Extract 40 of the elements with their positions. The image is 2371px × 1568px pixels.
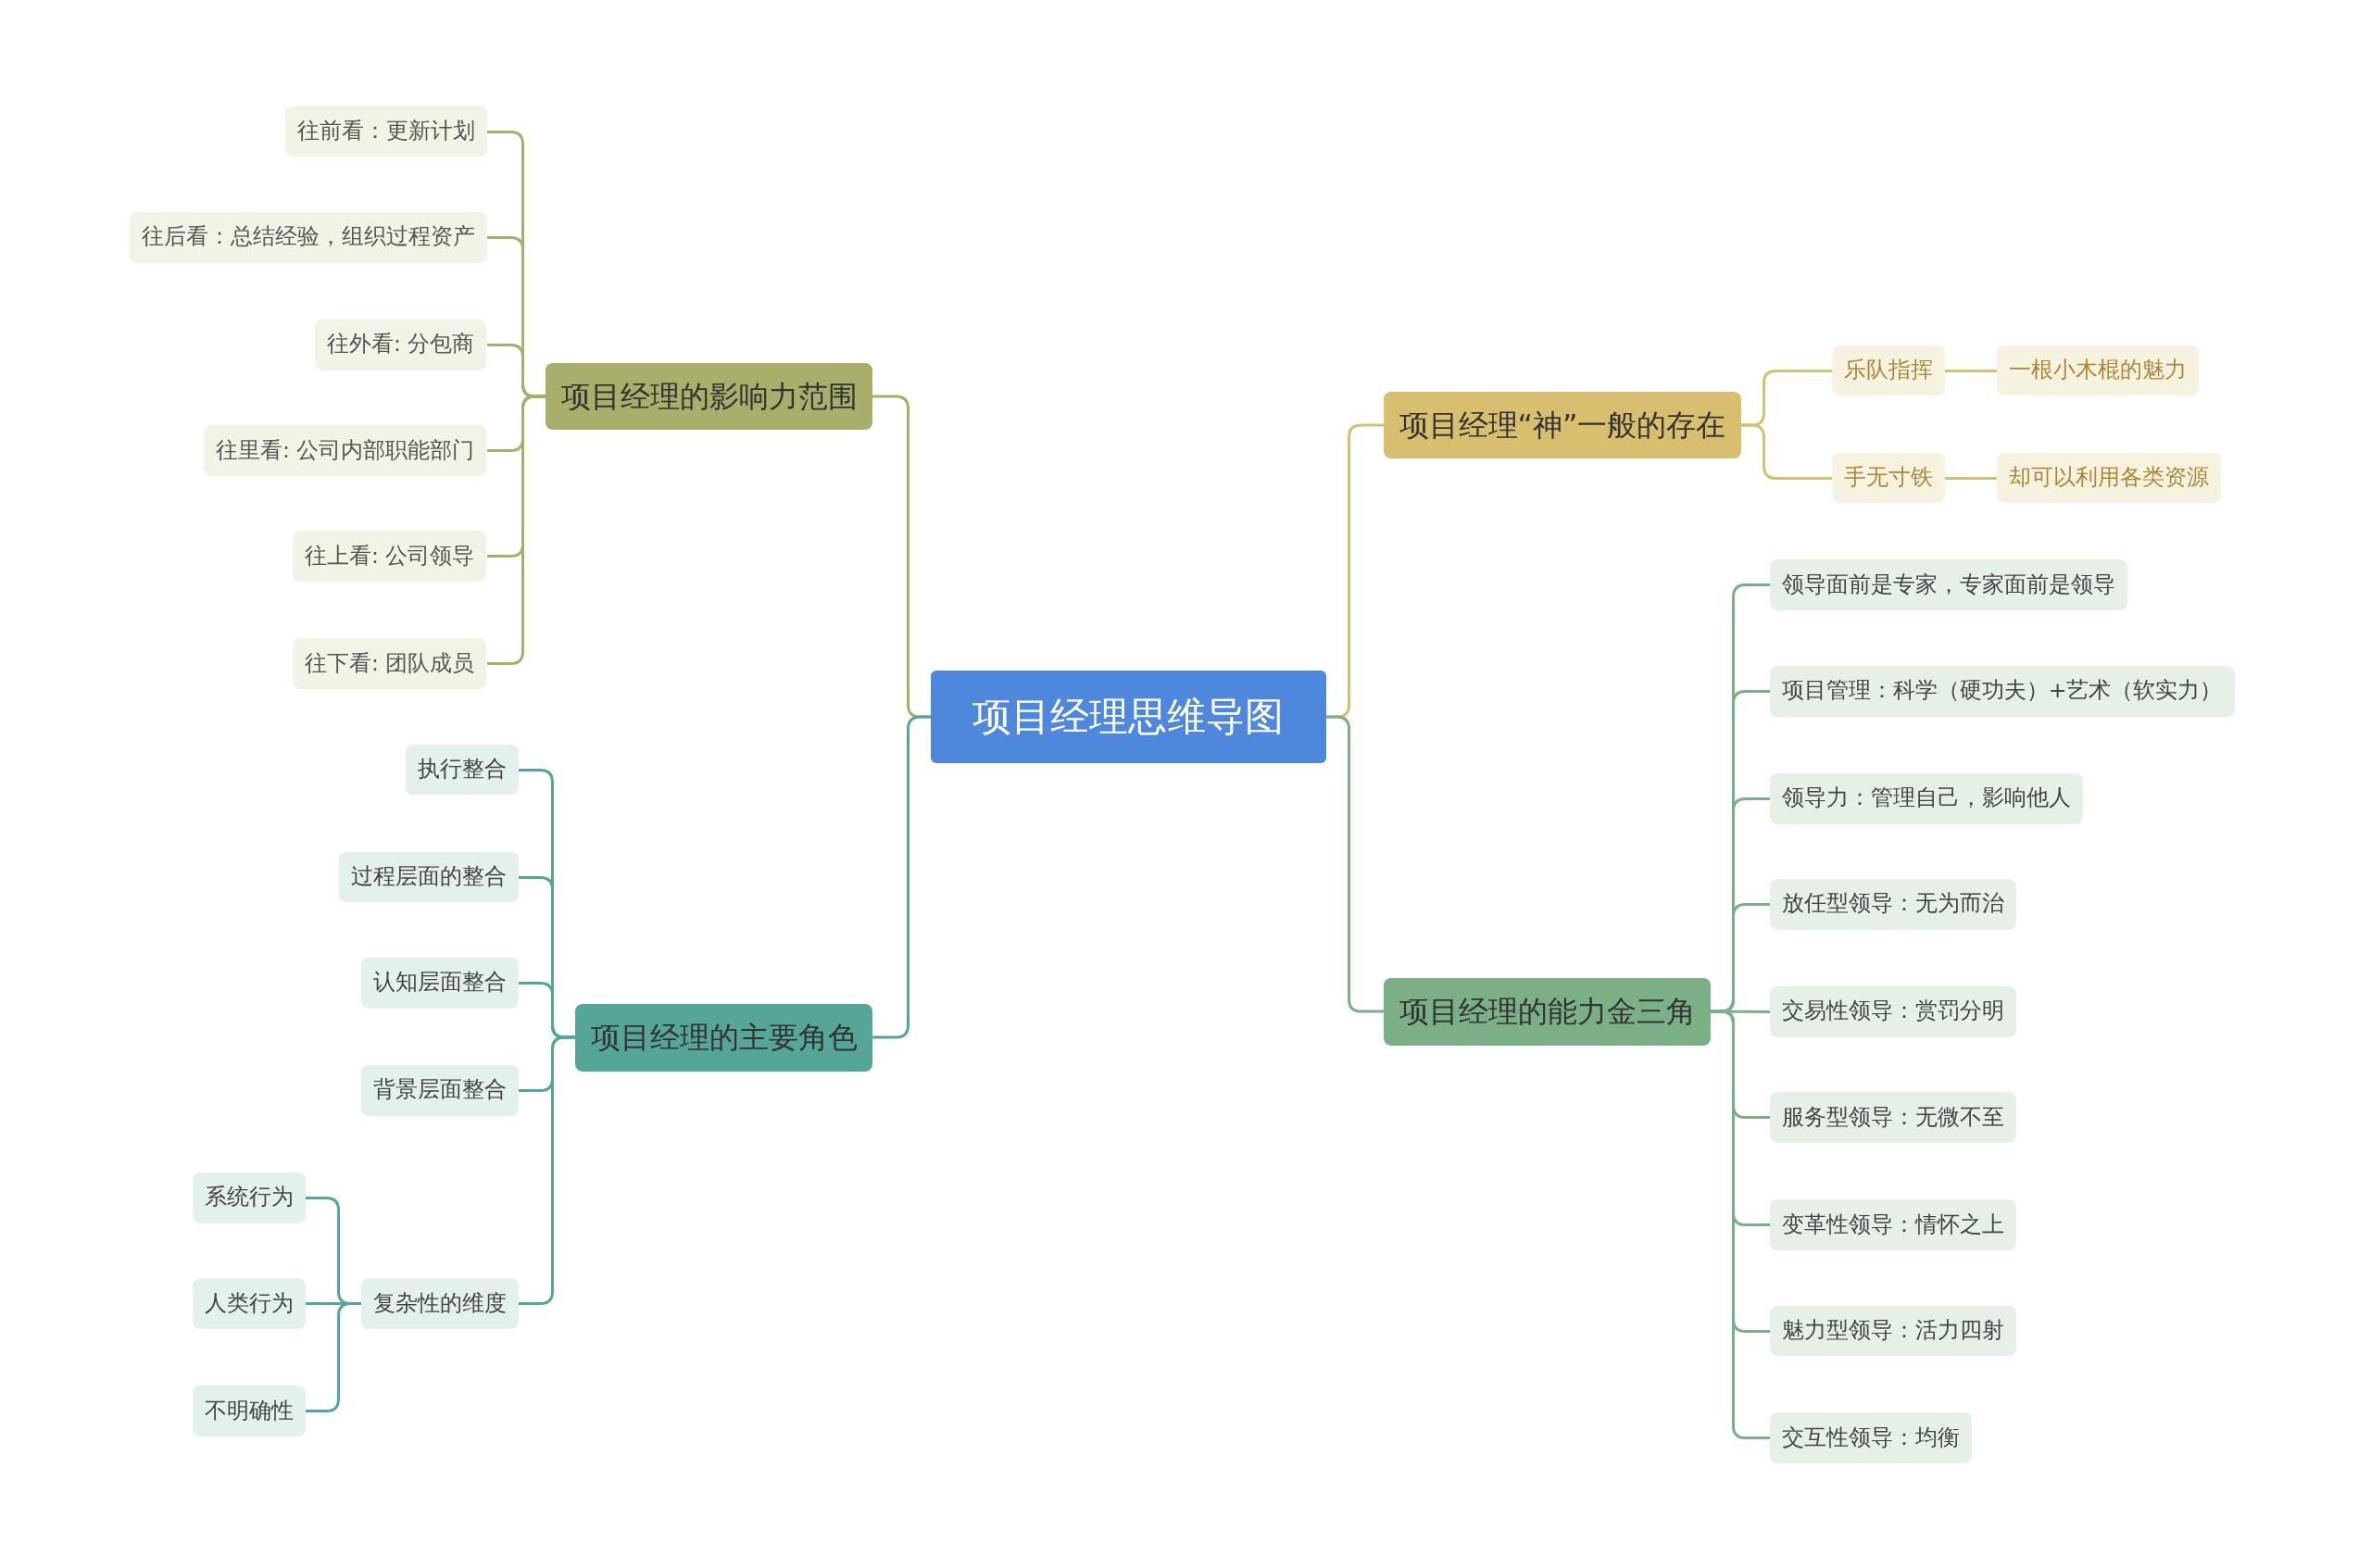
subtopic: 背景层面整合 [361, 1064, 520, 1116]
subtopic: 交互性领导：均衡 [1769, 1412, 1972, 1464]
subtopic: 领导力：管理自己，影响他人 [1769, 772, 2083, 824]
subtopic: 认知层面整合 [361, 957, 520, 1009]
subtopic: 人类行为 [192, 1278, 306, 1329]
main-topic: 项目经理“神”一般的存在 [1384, 391, 1741, 459]
subtopic: 魅力型领导：活力四射 [1769, 1305, 2016, 1357]
subtopic: 交易性领导：赏罚分明 [1769, 985, 2016, 1037]
subtopic: 往前看：更新计划 [284, 106, 487, 157]
subtopic: 往后看：总结经验，组织过程资产 [129, 211, 487, 263]
subtopic: 服务型领导：无微不至 [1769, 1092, 2016, 1144]
subtopic: 放任型领导：无为而治 [1769, 879, 2016, 930]
subtopic: 往外看: 分包商 [314, 319, 487, 370]
subtopic: 乐队指挥 [1831, 345, 1945, 396]
subtopic: 执行整合 [406, 744, 520, 796]
subtopic: 手无寸铁 [1831, 452, 1945, 504]
main-topic: 项目经理的主要角色 [575, 1004, 872, 1072]
connector [487, 395, 546, 665]
subtopic: 过程层面的整合 [339, 851, 520, 903]
subtopic: 往上看: 公司领导 [292, 531, 487, 583]
subtopic: 却可以利用各类资源 [1996, 452, 2221, 504]
root-topic: 项目经理思维导图 [930, 671, 1327, 763]
connector [1945, 370, 1997, 372]
connector [519, 1035, 575, 1305]
connector [872, 715, 931, 1039]
connector [1326, 715, 1384, 1013]
subtopic: 项目管理：科学（硬功夫）+艺术（软实力） [1769, 665, 2235, 717]
connector [1741, 423, 1832, 480]
subtopic: 变革性领导：情怀之上 [1769, 1199, 2016, 1250]
subtopic: 往下看: 团队成员 [292, 638, 487, 690]
main-topic: 项目经理的影响力范围 [546, 362, 872, 431]
subtopic: 复杂性的维度 [361, 1278, 520, 1329]
connector [1711, 1010, 1770, 1439]
subtopic: 领导面前是专家，专家面前是领导 [1769, 559, 2127, 611]
connector [1945, 477, 1997, 480]
subtopic: 系统行为 [192, 1172, 306, 1223]
subtopic: 往里看: 公司内部职能部门 [203, 425, 487, 476]
subtopic: 不明确性 [192, 1386, 306, 1436]
subtopic: 一根小木棍的魅力 [1996, 345, 2199, 396]
main-topic: 项目经理的能力金三角 [1384, 978, 1711, 1046]
